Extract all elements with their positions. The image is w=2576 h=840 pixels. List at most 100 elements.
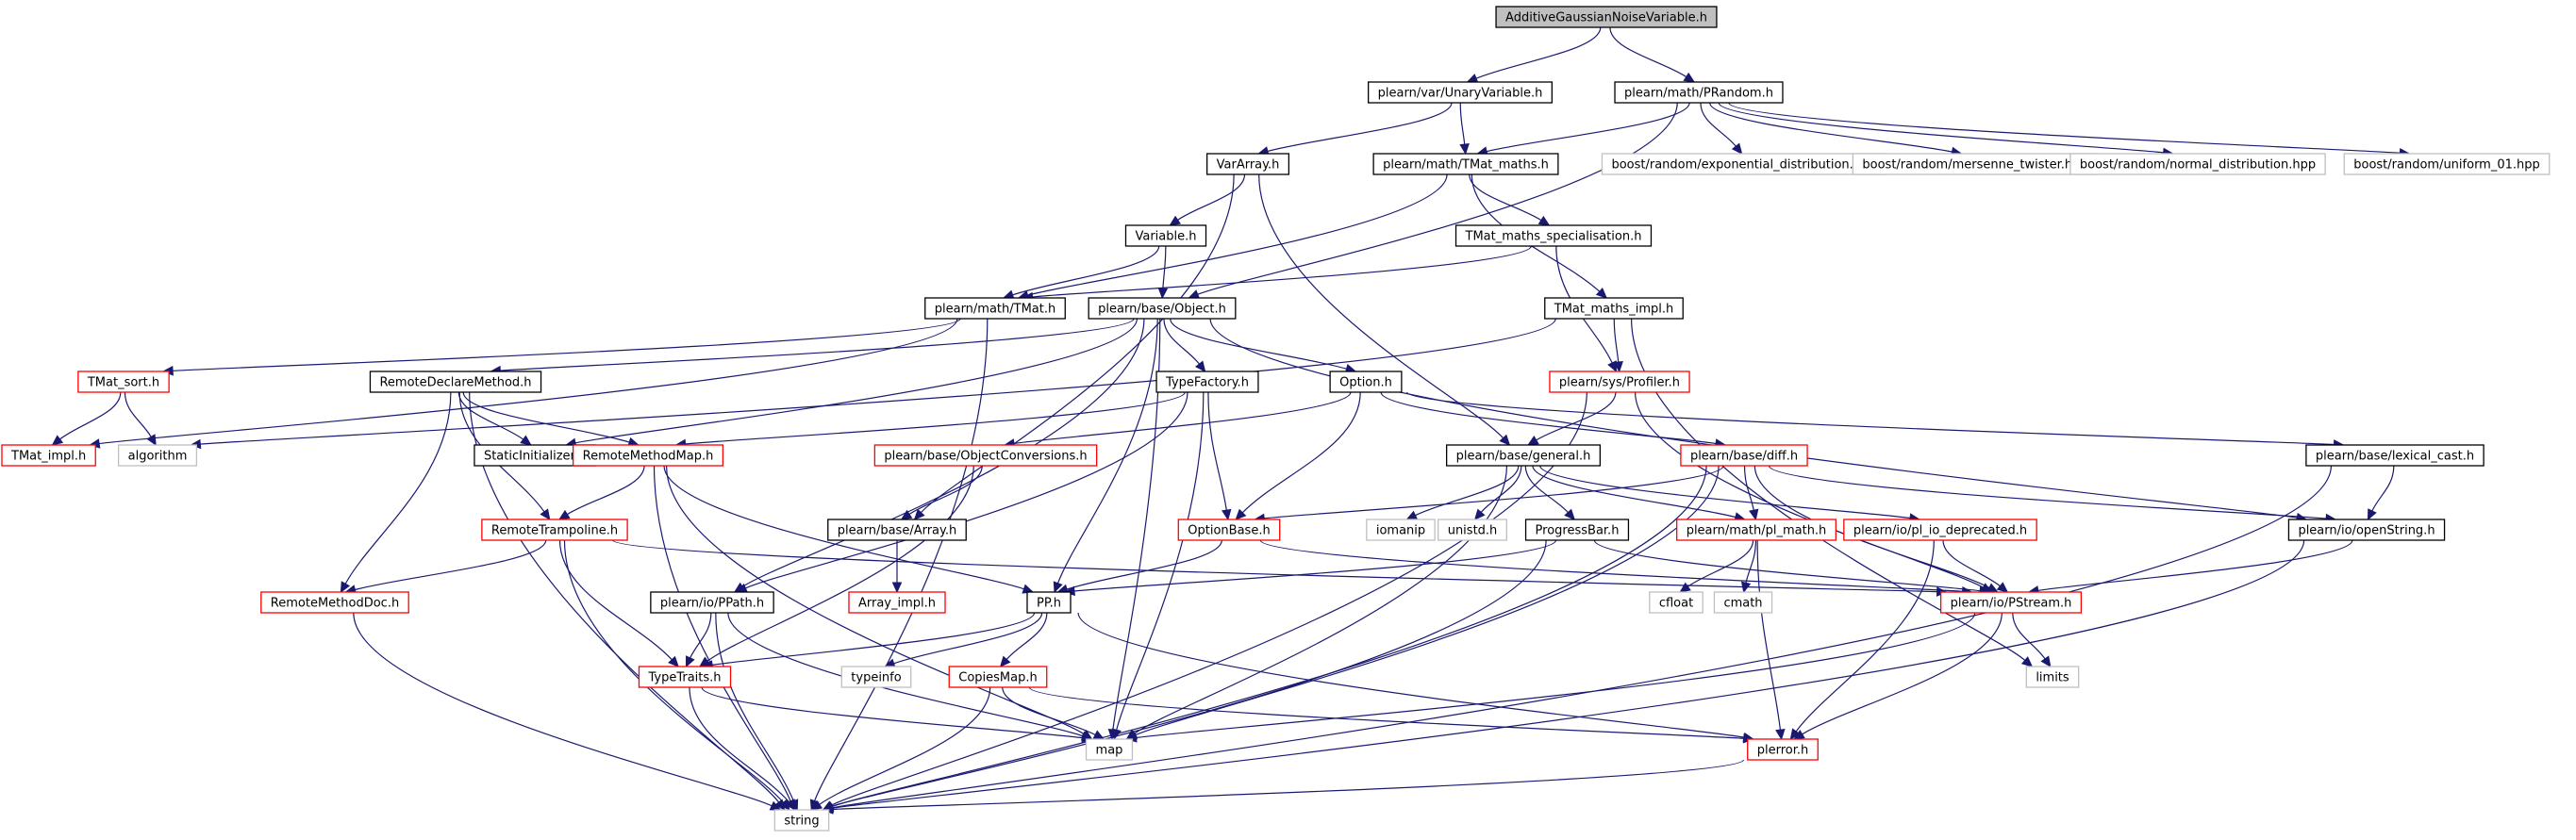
node-tmat[interactable]: plearn/math/TMat.h (924, 297, 1066, 320)
edge-line (1743, 465, 1754, 511)
edge-arrowhead (1986, 583, 1999, 593)
edge-arrowhead (1053, 581, 1063, 594)
edge-arrowhead (1235, 508, 1247, 520)
node-option[interactable]: Option.h (1329, 371, 1403, 393)
edge-variable-to-object (1157, 245, 1169, 300)
node-objconv[interactable]: plearn/base/ObjectConversions.h (873, 444, 1098, 467)
edge-line (1635, 391, 1984, 588)
edge-line (1415, 465, 1520, 517)
node-label: typeinfo (851, 671, 901, 685)
node-typefactory[interactable]: TypeFactory.h (1155, 371, 1259, 393)
node-pstream[interactable]: plearn/io/PStream.h (1939, 591, 2083, 614)
edge-tmatimpl-to-profiler (1613, 318, 1623, 373)
node-tmatmaths[interactable]: plearn/math/TMat_maths.h (1372, 153, 1559, 175)
edge-line (1028, 686, 1744, 739)
node-plmath[interactable]: plearn/math/pl_math.h (1676, 519, 1836, 541)
edge-line (1795, 539, 1935, 733)
edge-line (893, 612, 1043, 665)
edge-line (745, 391, 1188, 589)
node-algorithm: algorithm (117, 444, 198, 467)
node-typeinfo: typeinfo (840, 666, 912, 688)
edge-line (2371, 465, 2395, 512)
edge-arrowhead (1789, 728, 1801, 740)
edge-plmath-to-cmath (1740, 539, 1757, 594)
node-ppath[interactable]: plearn/io/PPath.h (650, 591, 774, 614)
edge-arrowhead (668, 655, 679, 667)
node-lexical[interactable]: plearn/base/lexical_cast.h (2305, 444, 2485, 467)
node-box (1676, 519, 1836, 541)
edge-line (1241, 391, 1361, 514)
node-typetraits[interactable]: TypeTraits.h (638, 666, 732, 688)
edge-line (1469, 173, 1542, 222)
node-plerror[interactable]: plerror.h (1747, 738, 1819, 761)
node-array[interactable]: plearn/base/Array.h (827, 519, 967, 541)
edge-arrowhead (1679, 582, 1691, 593)
node-variable[interactable]: Variable.h (1124, 224, 1207, 247)
node-label: plearn/base/Array.h (838, 524, 956, 538)
edge-pliodep-to-plerror (1789, 539, 1935, 740)
node-remotedeclare[interactable]: RemoteDeclareMethod.h (369, 371, 542, 393)
node-progressbar[interactable]: ProgressBar.h (1524, 519, 1630, 541)
node-profiler[interactable]: plearn/sys/Profiler.h (1549, 371, 1690, 393)
node-openstring[interactable]: plearn/io/openString.h (2287, 519, 2446, 541)
edge-optionbase-to-pstream (1259, 539, 1973, 597)
edge-progressbar-to-string (822, 539, 1547, 812)
edge-line (1802, 612, 2003, 735)
edge-line (1136, 612, 1976, 739)
node-remotemethodmap[interactable]: RemoteMethodMap.h (572, 444, 724, 467)
node-prandom[interactable]: plearn/math/PRandom.h (1614, 81, 1784, 104)
edge-line (819, 686, 991, 805)
edge-layer (51, 26, 2411, 815)
edge-line (1209, 318, 2298, 519)
node-pp[interactable]: PP.h (1026, 591, 1072, 614)
node-object[interactable]: plearn/base/Object.h (1088, 297, 1237, 320)
node-general[interactable]: plearn/base/general.h (1445, 444, 1602, 467)
edge-plmath-to-plerror (1756, 539, 1786, 741)
edge-line (1073, 539, 1557, 592)
edge-arrowhead (1731, 142, 1743, 155)
node-tmatsort[interactable]: TMat_sort.h (77, 371, 170, 393)
edge-line (1459, 102, 1466, 145)
edge-line (1077, 612, 1745, 738)
node-tmatspec[interactable]: TMat_maths_specialisation.h (1454, 224, 1653, 247)
node-label: RemoteTrampoline.h (491, 524, 618, 538)
node-unaryvar[interactable]: plearn/var/UnaryVariable.h (1367, 81, 1554, 104)
node-tmatimplh[interactable]: TMat_impl.h (1, 444, 96, 467)
node-root[interactable]: AdditiveGaussianNoiseVariable.h (1495, 6, 1718, 28)
edge-arrowhead (913, 508, 925, 520)
node-staticinit[interactable]: StaticInitializer.h (474, 444, 596, 467)
node-box (1747, 738, 1819, 761)
node-tmatimpl[interactable]: TMat_maths_impl.h (1544, 297, 1684, 320)
node-label: plearn/math/pl_math.h (1687, 524, 1827, 538)
edge-unaryvar-to-vararray (1257, 102, 1453, 156)
node-remotetramp[interactable]: RemoteTrampoline.h (481, 519, 628, 541)
node-vararray[interactable]: VarArray.h (1205, 153, 1290, 175)
node-remotemethoddoc[interactable]: RemoteMethodDoc.h (260, 591, 409, 614)
edge-line (1177, 173, 1246, 221)
node-pliodep[interactable]: plearn/io/pl_io_deprecated.h (1843, 519, 2037, 541)
edge-line (1162, 245, 1167, 289)
node-label: unistd.h (1448, 524, 1498, 538)
edge-line (706, 465, 974, 662)
node-copiesmap[interactable]: CopiesMap.h (948, 666, 1048, 688)
edge-line (1066, 539, 1222, 590)
edge-arrowhead (900, 509, 913, 520)
node-arrayimpl[interactable]: Array_impl.h (848, 591, 946, 614)
edge-line (712, 612, 1036, 666)
node-string: string (773, 809, 830, 832)
node-label: plearn/math/PRandom.h (1624, 87, 1773, 101)
edge-arrowhead (1527, 436, 1539, 446)
node-label: cmath (1723, 597, 1762, 611)
edge-pstream-to-plerror (1793, 612, 2003, 740)
node-box (1680, 444, 1808, 467)
node-box (773, 809, 830, 832)
node-diff[interactable]: plearn/base/diff.h (1680, 444, 1808, 467)
node-optionbase[interactable]: OptionBase.h (1177, 519, 1281, 541)
edge-arrowhead (1775, 728, 1786, 741)
edge-line (831, 391, 1587, 806)
edge-line (1718, 102, 2164, 154)
edge-line (558, 539, 673, 661)
edge-line (832, 465, 2333, 809)
node-box (1329, 371, 1403, 393)
